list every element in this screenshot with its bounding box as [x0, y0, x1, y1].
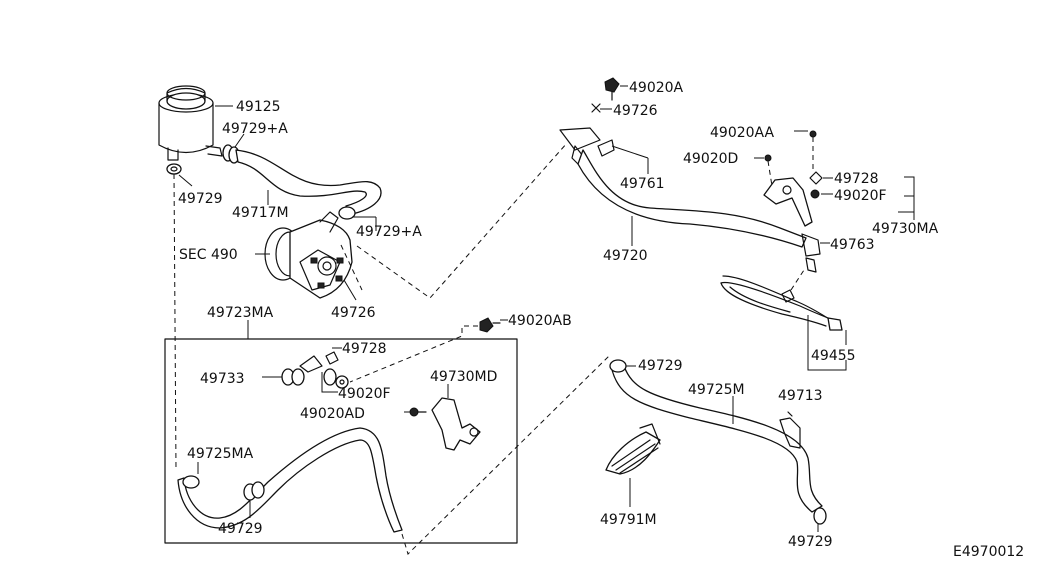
label-49726-pump: 49726: [331, 305, 376, 321]
power-steering-pump: [264, 211, 353, 299]
label-49726-top: 49726: [613, 103, 658, 119]
bracket-nut: [323, 351, 349, 389]
label-49763: 49763: [830, 237, 875, 253]
bolt: [479, 317, 501, 333]
hose-clamp: [281, 355, 323, 386]
label-49729-plus-a-mid: 49729+A: [356, 224, 422, 240]
cooler-tube: [720, 269, 843, 331]
label-49729-mid: 49729: [638, 358, 683, 374]
diagram-id: E4970012: [953, 544, 1024, 560]
hose-protector: [605, 423, 661, 475]
label-49020aa: 49020AA: [710, 125, 775, 141]
label-49729-bottom: 49729: [788, 534, 833, 550]
label-49729-plus-a-top: 49729+A: [222, 121, 288, 137]
label-49730md: 49730MD: [430, 369, 497, 385]
label-49728-box: 49728: [342, 341, 387, 357]
label-49723ma: 49723MA: [207, 305, 274, 321]
pressure-hose-assembly: [559, 127, 821, 273]
label-49729-box: 49729: [218, 521, 263, 537]
label-49720: 49720: [603, 248, 648, 264]
label-49020d: 49020D: [683, 151, 738, 167]
hose-clamp: [166, 163, 182, 175]
label-49125: 49125: [236, 99, 281, 115]
bolt: [604, 77, 620, 101]
label-49725m: 49725M: [688, 382, 745, 398]
label-49455: 49455: [811, 348, 856, 364]
label-sec-490: SEC 490: [179, 247, 238, 263]
label-49020ab: 49020AB: [508, 313, 572, 329]
label-49761: 49761: [620, 176, 665, 192]
label-49717m: 49717M: [232, 205, 289, 221]
hose-clamp: [813, 507, 827, 525]
label-49725ma: 49725MA: [187, 446, 254, 462]
label-49729-left: 49729: [178, 191, 223, 207]
hose-clamp: [338, 206, 356, 220]
mounting-bracket: [431, 397, 481, 451]
bolt: [809, 130, 817, 172]
bolt: [764, 154, 773, 187]
label-49020ad: 49020AD: [300, 406, 365, 422]
label-49730ma: 49730MA: [872, 221, 939, 237]
return-hose-kit: [177, 427, 403, 533]
label-49020f-right: 49020F: [834, 188, 887, 204]
clip: [591, 103, 601, 113]
label-49020f-box: 49020F: [338, 386, 391, 402]
label-49728-right: 49728: [834, 171, 879, 187]
label-49713: 49713: [778, 388, 823, 404]
hose-clamp: [609, 359, 627, 373]
label-49791m: 49791M: [600, 512, 657, 528]
label-49733: 49733: [200, 371, 245, 387]
kit-box: [164, 338, 518, 544]
label-49020a: 49020A: [629, 80, 684, 96]
bolt: [409, 407, 427, 417]
reservoir-tank: [158, 85, 223, 161]
hose-clamp: [222, 144, 240, 164]
mounting-bracket: [763, 171, 823, 227]
